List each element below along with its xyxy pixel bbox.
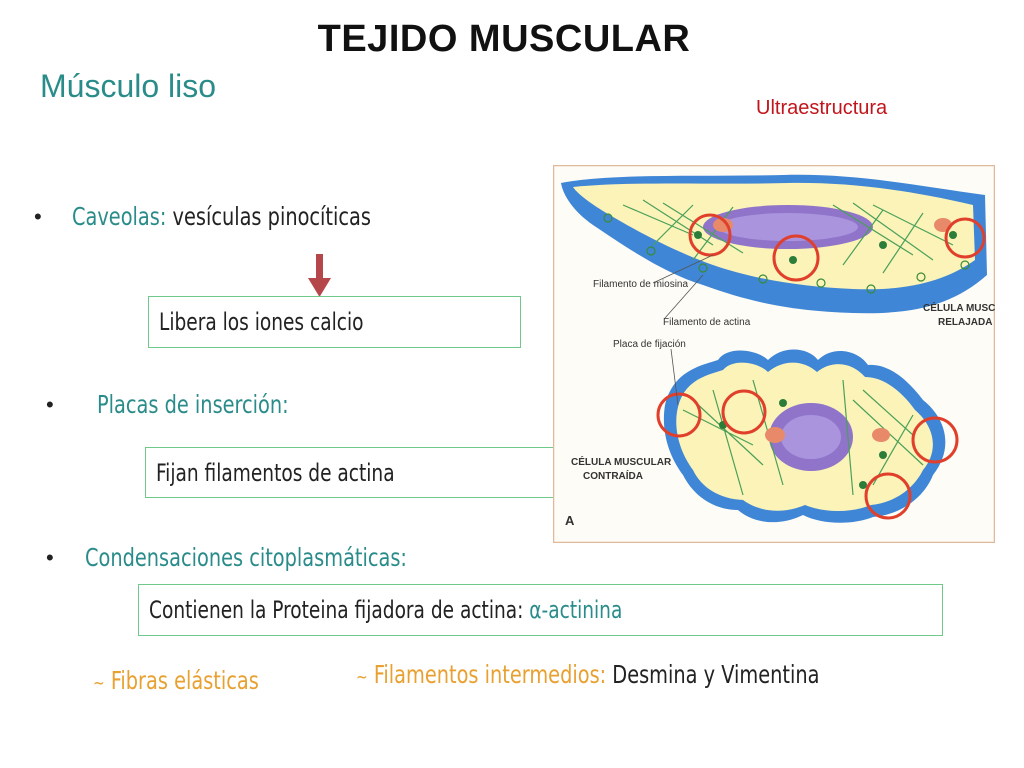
caveolas-box-text: Libera los iones calcio bbox=[159, 308, 364, 336]
placas-term: Placas de inserción: bbox=[97, 390, 289, 419]
slide-subtitle: Músculo liso bbox=[40, 68, 217, 104]
caveolas-desc: vesículas pinocíticas bbox=[166, 202, 371, 231]
filamentos-desc: Desmina y Vimentina bbox=[606, 660, 820, 689]
placas-box-text: Fijan filamentos de actina bbox=[156, 458, 395, 487]
condensaciones-box: Contienen la Proteina fijadora de actina… bbox=[138, 584, 943, 636]
fibras-marker: ~ bbox=[93, 673, 105, 694]
slide-title: TEJIDO MUSCULAR bbox=[317, 18, 691, 60]
placas-text: Placas de inserción: bbox=[97, 390, 320, 419]
alpha-actinina: α-actinina bbox=[529, 596, 623, 624]
filamentos-term: Filamentos intermedios: bbox=[373, 660, 607, 689]
fibras-item: ~ Fibras elásticas bbox=[93, 666, 286, 695]
bullet-dot: • bbox=[46, 545, 54, 570]
filamentos-marker: ~ bbox=[356, 667, 368, 688]
placas-box: Fijan filamentos de actina bbox=[145, 447, 556, 498]
caveolas-text: Caveolas: vesículas pinocíticas bbox=[72, 202, 420, 231]
label-relajada-2: RELAJADA bbox=[938, 317, 992, 328]
label-fijacion: Placa de fijación bbox=[613, 339, 686, 350]
bullet-dot: • bbox=[34, 204, 42, 229]
label-panel: A bbox=[565, 513, 575, 528]
fibras-text: Fibras elásticas bbox=[110, 666, 259, 695]
filamentos-item: ~ Filamentos intermedios: Desmina y Vime… bbox=[356, 660, 895, 689]
bullet-condensaciones: • bbox=[46, 545, 54, 571]
smooth-muscle-diagram: Filamento de miosina Filamento de actina… bbox=[553, 165, 995, 543]
label-contraida-2: CONTRAÍDA bbox=[583, 469, 643, 482]
condensaciones-box-text: Contienen la Proteina fijadora de actina… bbox=[149, 596, 530, 624]
bullet-caveolas: • bbox=[34, 204, 42, 230]
caveolas-box: Libera los iones calcio bbox=[148, 296, 521, 348]
condensaciones-text: Condensaciones citoplasmáticas: bbox=[85, 543, 459, 572]
bullet-dot: • bbox=[46, 392, 54, 417]
label-relajada-1: CÉLULA MUSCULAR bbox=[923, 301, 995, 314]
label-actina: Filamento de actina bbox=[663, 317, 751, 328]
highlight-circles bbox=[656, 213, 986, 520]
down-arrow-icon bbox=[308, 254, 331, 297]
label-miosina: Filamento de miosina bbox=[593, 279, 688, 290]
label-contraida-1: CÉLULA MUSCULAR bbox=[571, 455, 672, 468]
ultraestructura-label: Ultraestructura bbox=[756, 97, 888, 119]
caveolas-term: Caveolas: bbox=[72, 202, 167, 231]
bullet-placas: • bbox=[46, 392, 54, 418]
relaxed-cell bbox=[561, 174, 987, 314]
condensaciones-term: Condensaciones citoplasmáticas: bbox=[85, 543, 407, 572]
